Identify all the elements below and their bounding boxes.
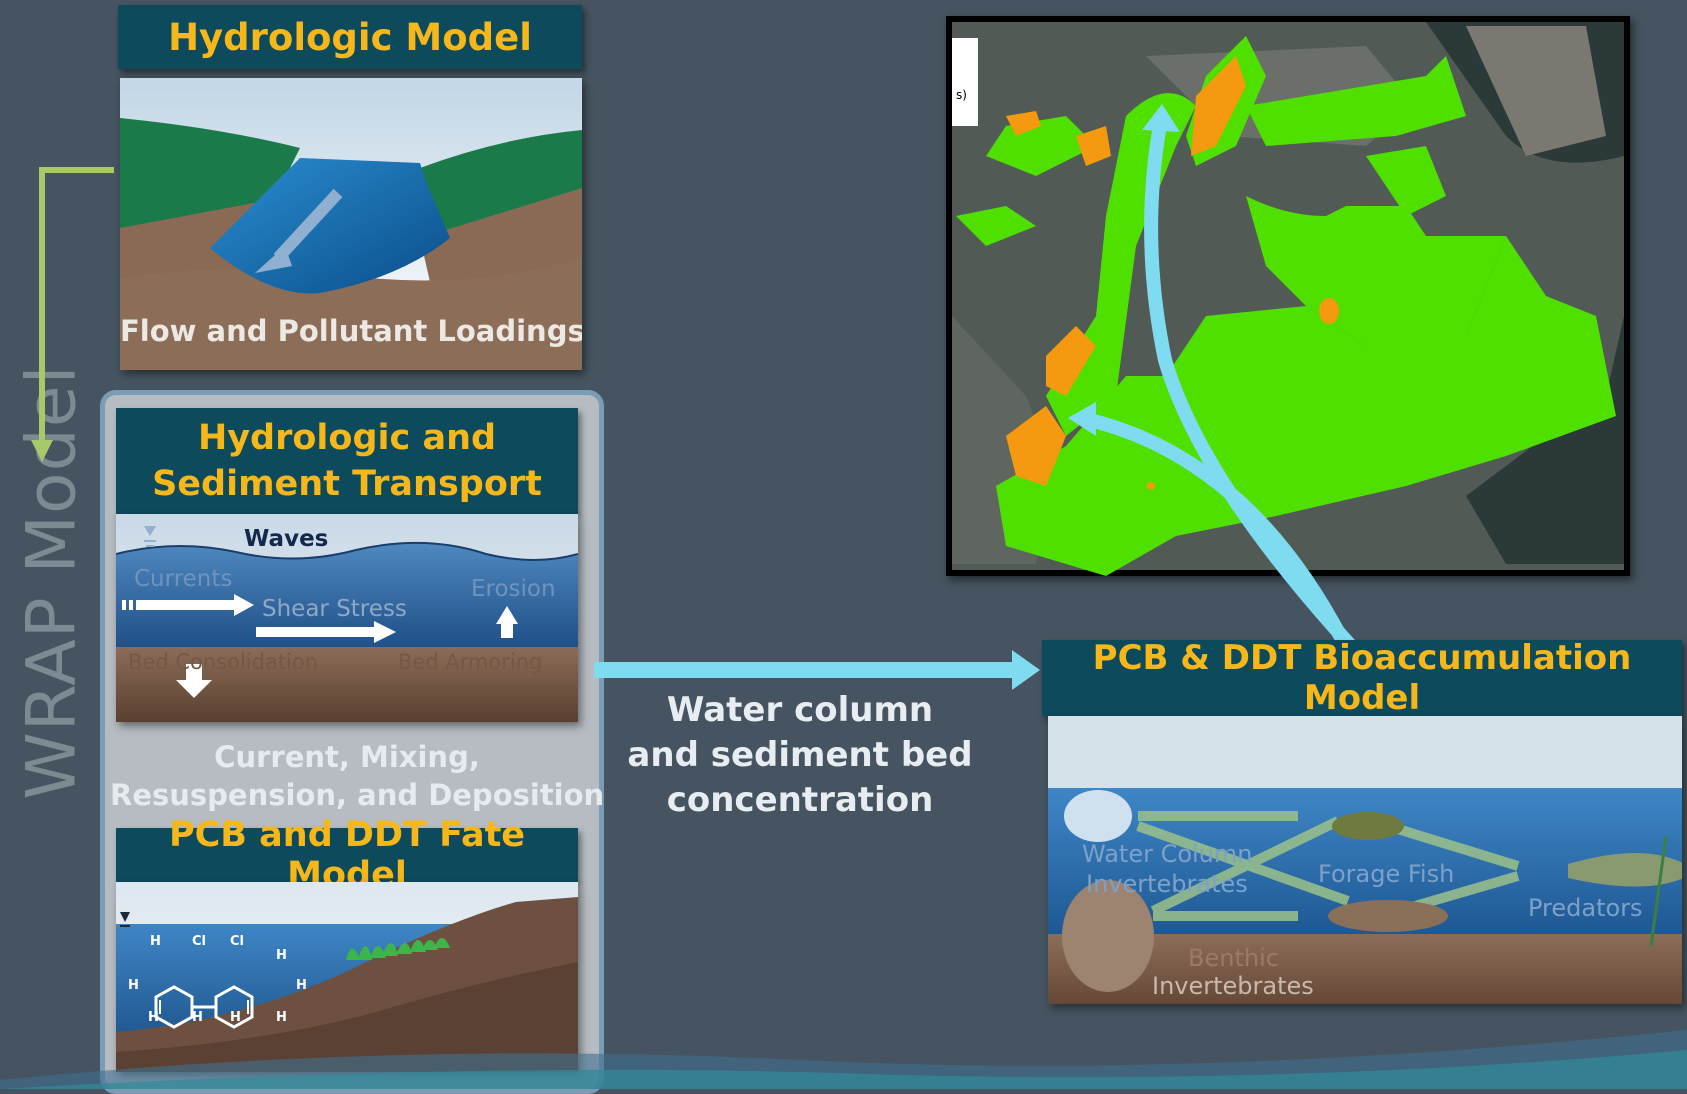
harbor-map: s) [946,16,1630,576]
sediment-transport-title-line1: Hydrologic and [197,418,497,458]
bottom-wave-decoration [0,1030,1687,1089]
atom-h-3: H [128,978,139,993]
atom-h-6: H [192,1010,203,1025]
atom-cl-2: Cl [230,934,244,949]
bed-armoring-label: Bed Armoring [398,650,543,674]
map-legend-fragment: s) [956,88,967,102]
currents-label: Currents [134,566,233,592]
transport-summary-line1: Current, Mixing, [214,740,480,774]
water-column-invertebrates-line2: Invertebrates [1086,870,1248,898]
benthic-invertebrates-line2: Invertebrates [1152,972,1314,1000]
waves-label: Waves [244,526,329,552]
predators-label: Predators [1528,894,1643,922]
atom-h-1: H [150,934,161,949]
atom-h-4: H [296,978,307,993]
sediment-transport-title-line2: Sediment Transport [152,464,542,504]
sediment-transport-title: Hydrologic and Sediment Transport [116,408,578,514]
atom-h-8: H [276,1010,287,1025]
connector-line1: Water column [666,690,934,730]
concentration-connector-arrow [594,650,1040,690]
connector-line2: and sediment bed [627,735,973,775]
wrap-flow-arrow [31,167,114,462]
atom-h-7: H [230,1010,241,1025]
map-pointer-arrows [1068,104,1356,650]
water-column-invertebrates-line1: Water Column [1082,840,1253,868]
hydrologic-model-title: Hydrologic Model [118,5,582,69]
erosion-label: Erosion [471,576,556,602]
fate-model-panel: H Cl Cl H H H H H H H [116,882,578,1072]
fate-model-title: PCB and DDT Fate Model [116,815,578,895]
connector-line3: concentration [666,780,934,820]
bioaccumulation-model-title: PCB & DDT Bioaccumulation Model [1042,638,1682,718]
atom-h-2: H [276,948,287,963]
bed-consolidation-label: Bed Consolidation [128,650,319,674]
hydrologic-model-panel: Flow and Pollutant Loadings [120,78,582,370]
atom-cl-1: Cl [192,934,206,949]
sediment-transport-panel: Waves Currents Shear Stress Erosion Bed … [116,514,578,722]
forage-fish-label: Forage Fish [1318,860,1455,888]
benthic-invertebrates-line1: Benthic [1188,944,1279,972]
hydrologic-caption: Flow and Pollutant Loadings [120,314,582,348]
bioaccumulation-panel: Water Column Invertebrates Forage Fish P… [1048,716,1682,1004]
river-valley-illustration [120,78,582,370]
transport-summary-line2: Resuspension, and Deposition [110,778,605,812]
wrap-model-label: WRAP Model [12,364,92,800]
shear-stress-label: Shear Stress [262,596,407,622]
atom-h-5: H [148,1010,159,1025]
